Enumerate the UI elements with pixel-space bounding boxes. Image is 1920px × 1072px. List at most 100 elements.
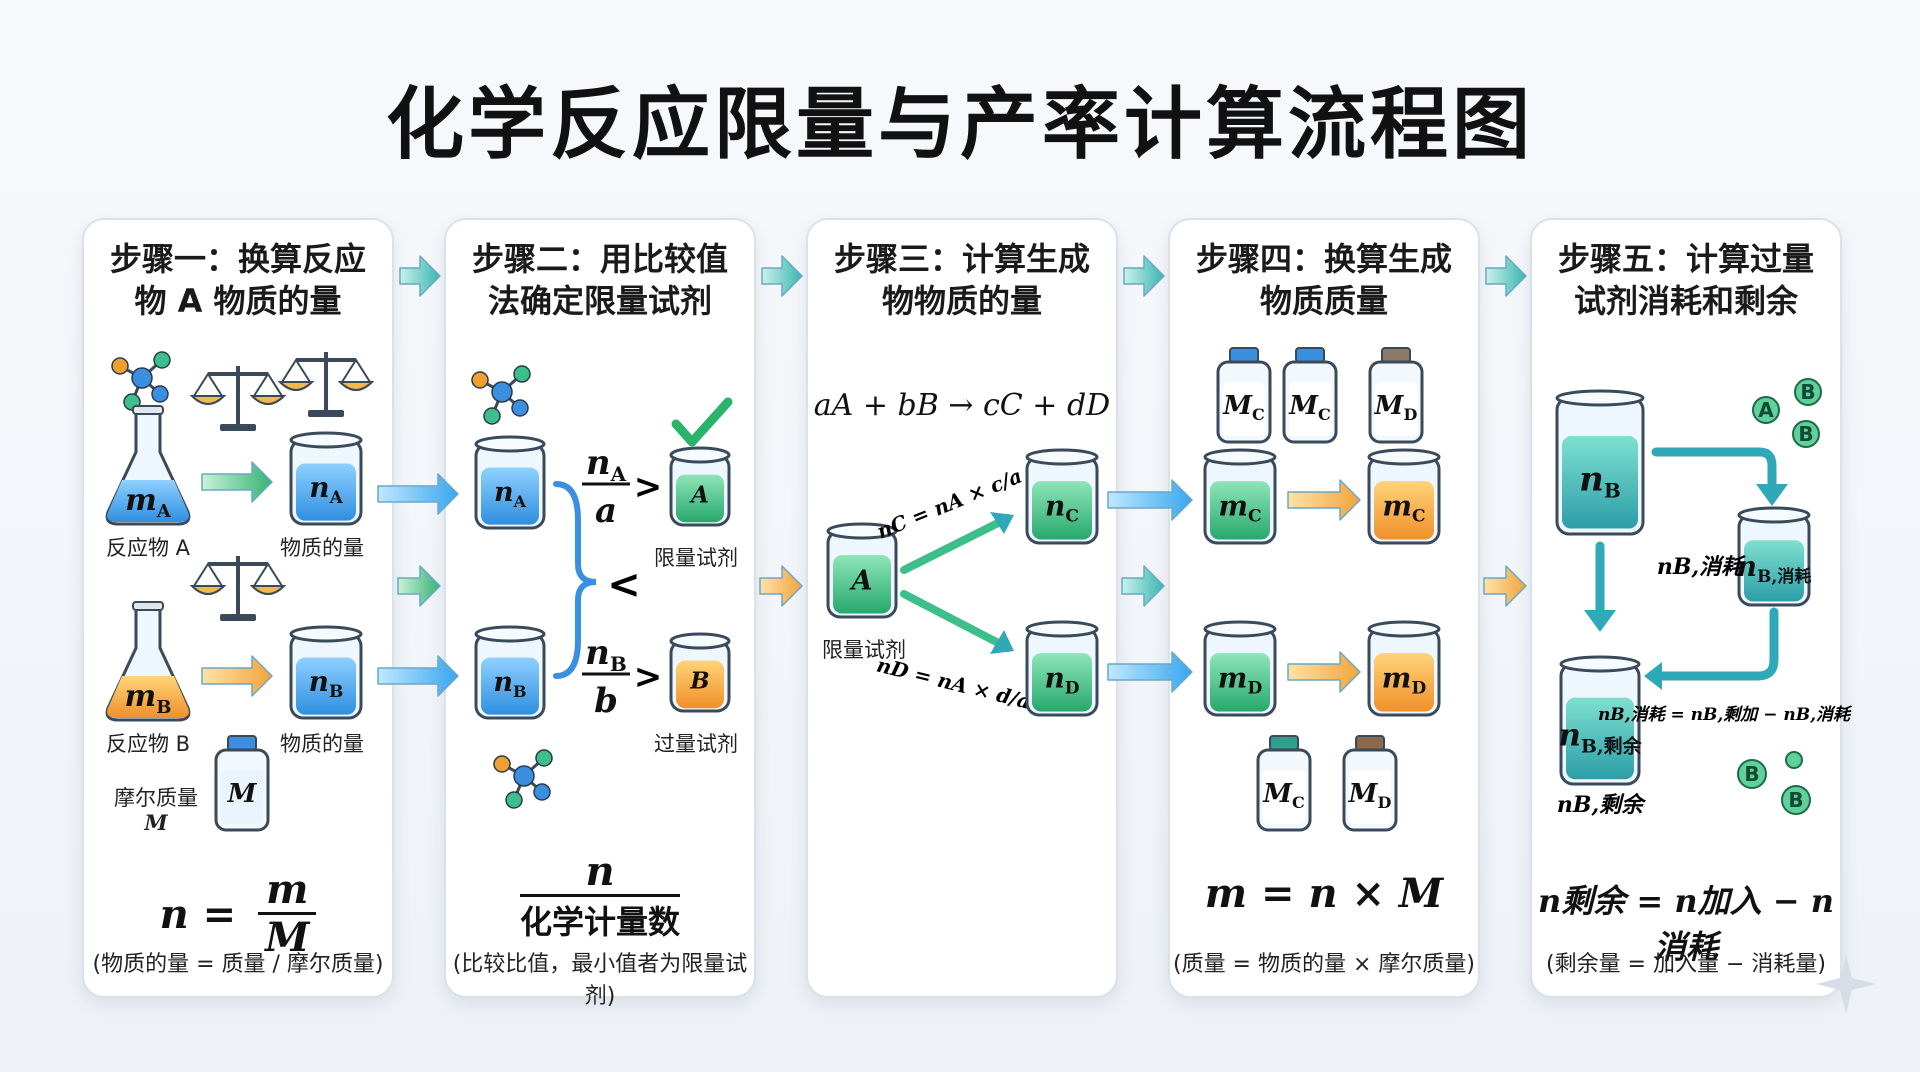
particle-b-icon: B: [1794, 378, 1822, 406]
beaker-rim: [289, 431, 363, 449]
arrow-to-consumed: [1651, 447, 1777, 491]
bottle-cap: [1381, 347, 1411, 363]
bottle-label: [1289, 382, 1331, 436]
formula-denominator: M: [265, 914, 310, 961]
beaker-liquid: [1210, 653, 1270, 712]
step-5-title-line1: 步骤五：计算过量: [1557, 240, 1814, 278]
beaker-liquid: [1210, 481, 1270, 540]
limiting-reagent-label: 限量试剂: [822, 638, 906, 662]
nb-remaining-label: nB,剩余: [1557, 792, 1647, 818]
particle-circle: [1752, 396, 1780, 424]
reaction-equation: aA + bB → cC + dD: [813, 388, 1111, 423]
beaker-md-mass-icon: mD: [1367, 620, 1441, 717]
beaker-nb-consumed-icon: nB,消耗: [1737, 506, 1811, 607]
step-1-title-line2: 物 A 物质的量: [134, 282, 342, 320]
molecule-atom: [491, 381, 513, 403]
beaker-text: A: [689, 482, 709, 509]
beaker-text: nB: [1579, 459, 1621, 502]
beaker-na-2-icon: nA: [474, 435, 546, 530]
bottle-text: M: [227, 779, 258, 809]
balance-pan: [189, 395, 227, 405]
particle-text: B: [1744, 762, 1759, 786]
molecule-atom: [505, 791, 523, 809]
formula-numerator: m: [258, 868, 317, 915]
beaker-text: B: [689, 668, 709, 695]
beaker-rim: [474, 435, 546, 453]
beaker-liquid: [1566, 697, 1634, 780]
branch-arrow-down-head: [990, 630, 1014, 654]
beaker-liquid: [296, 657, 356, 715]
arrow-shape: [1107, 651, 1193, 693]
arrow-icon: [1287, 651, 1361, 693]
step-4-caption: (质量 = 物质的量 × 摩尔质量): [1172, 952, 1475, 977]
balance-string: [341, 358, 371, 383]
molecule-atom: [493, 755, 511, 773]
ratio-denominator: 化学计量数: [519, 903, 680, 941]
balance-icon: [277, 352, 375, 417]
step-5-caption: (剩余量 = 加入量 − 消耗量): [1545, 952, 1826, 977]
beaker-liquid: [1562, 436, 1638, 529]
bottle-text: MC: [1288, 391, 1331, 424]
beaker-text: nA: [494, 477, 527, 511]
step-5-panel: 步骤五：计算过量 试剂消耗和剩余 n剩余 = n加入 − n消耗 (剩余量 = …: [1530, 218, 1842, 998]
step-4-panel: 步骤四：换算生成 物质质量 m = n × M (质量 = 物质的量 × 摩尔质…: [1168, 218, 1480, 998]
particle-icon: [1785, 751, 1803, 769]
bottle-text: MC: [1262, 779, 1305, 812]
beaker-text: nD: [1044, 661, 1079, 698]
arrow-shape: [201, 461, 273, 503]
branch-arrow-up: [900, 514, 1012, 574]
step-4-title-line2: 物质质量: [1259, 282, 1388, 320]
molecule-atom: [111, 357, 129, 375]
flow-arrow-mid-3: [1121, 565, 1165, 607]
beaker-rim: [1025, 620, 1099, 638]
arrow-to-remaining: [1655, 607, 1779, 681]
beaker-nb-2-icon: nB: [474, 625, 546, 720]
reactant-a-label: 反应物 A: [105, 536, 191, 560]
molecule-icon: [493, 749, 553, 809]
limiting-label: 限量试剂: [654, 546, 738, 570]
flask-liquid: [107, 480, 189, 522]
bottle-md-icon: MD: [1368, 347, 1424, 444]
beaker-rim: [289, 625, 363, 643]
beaker-text: nB: [309, 665, 344, 702]
beaker-rim: [1737, 506, 1811, 524]
bottle-mc-icon: MC: [1216, 347, 1272, 444]
beaker-rim: [1559, 655, 1641, 673]
balance-pan: [337, 381, 375, 391]
arrow-shape: [399, 255, 441, 297]
bottle-text: MD: [1374, 391, 1418, 424]
beaker-liquid: [833, 555, 891, 614]
balance-pan: [249, 395, 287, 405]
beaker-liquid: [481, 467, 539, 525]
flask-lip: [132, 601, 164, 611]
molecule-atom: [471, 371, 489, 389]
flow-arrow-top-2: [761, 255, 803, 297]
step-2-title-line1: 步骤二：用比较值: [471, 240, 728, 278]
beaker-nc-icon: nC: [1025, 448, 1099, 545]
nd-relation-text: nD = nA × d/a: [874, 653, 1033, 714]
arrow-to-consumed-head: [1756, 484, 1788, 506]
balance-string: [193, 372, 223, 397]
check-icon: [671, 397, 733, 447]
step-3-title: 步骤三：计算生成 物物质的量: [808, 238, 1116, 322]
remaining-relation-text: nB,消耗 = nB,剩加 − nB,消耗: [1598, 705, 1853, 725]
arrow-shape: [759, 565, 803, 607]
arrow-shape: [1107, 479, 1193, 521]
arrow-shape: [1485, 255, 1527, 297]
bottle-label: [221, 770, 263, 824]
flow-arrow-mid-2: [759, 565, 803, 607]
beaker-nb-icon: nB: [289, 625, 363, 720]
bottle-mc-icon: MC: [1256, 735, 1312, 832]
particle-text: B: [1798, 422, 1813, 446]
beaker-nb-total-icon: nB: [1555, 389, 1645, 536]
formula-n-equals: n =: [159, 891, 237, 938]
balance-icon: [189, 366, 287, 431]
arrow-icon: [1107, 651, 1193, 693]
molecule-atom: [513, 765, 535, 787]
particle-a-icon: A: [1752, 396, 1780, 424]
flask-b-icon: mB: [105, 601, 191, 722]
step-3-title-line2: 物物质的量: [881, 282, 1042, 320]
flask-liquid: [107, 676, 189, 718]
bottle-mc-icon: MC: [1282, 347, 1338, 444]
beaker-mc-icon: mC: [1203, 448, 1277, 545]
